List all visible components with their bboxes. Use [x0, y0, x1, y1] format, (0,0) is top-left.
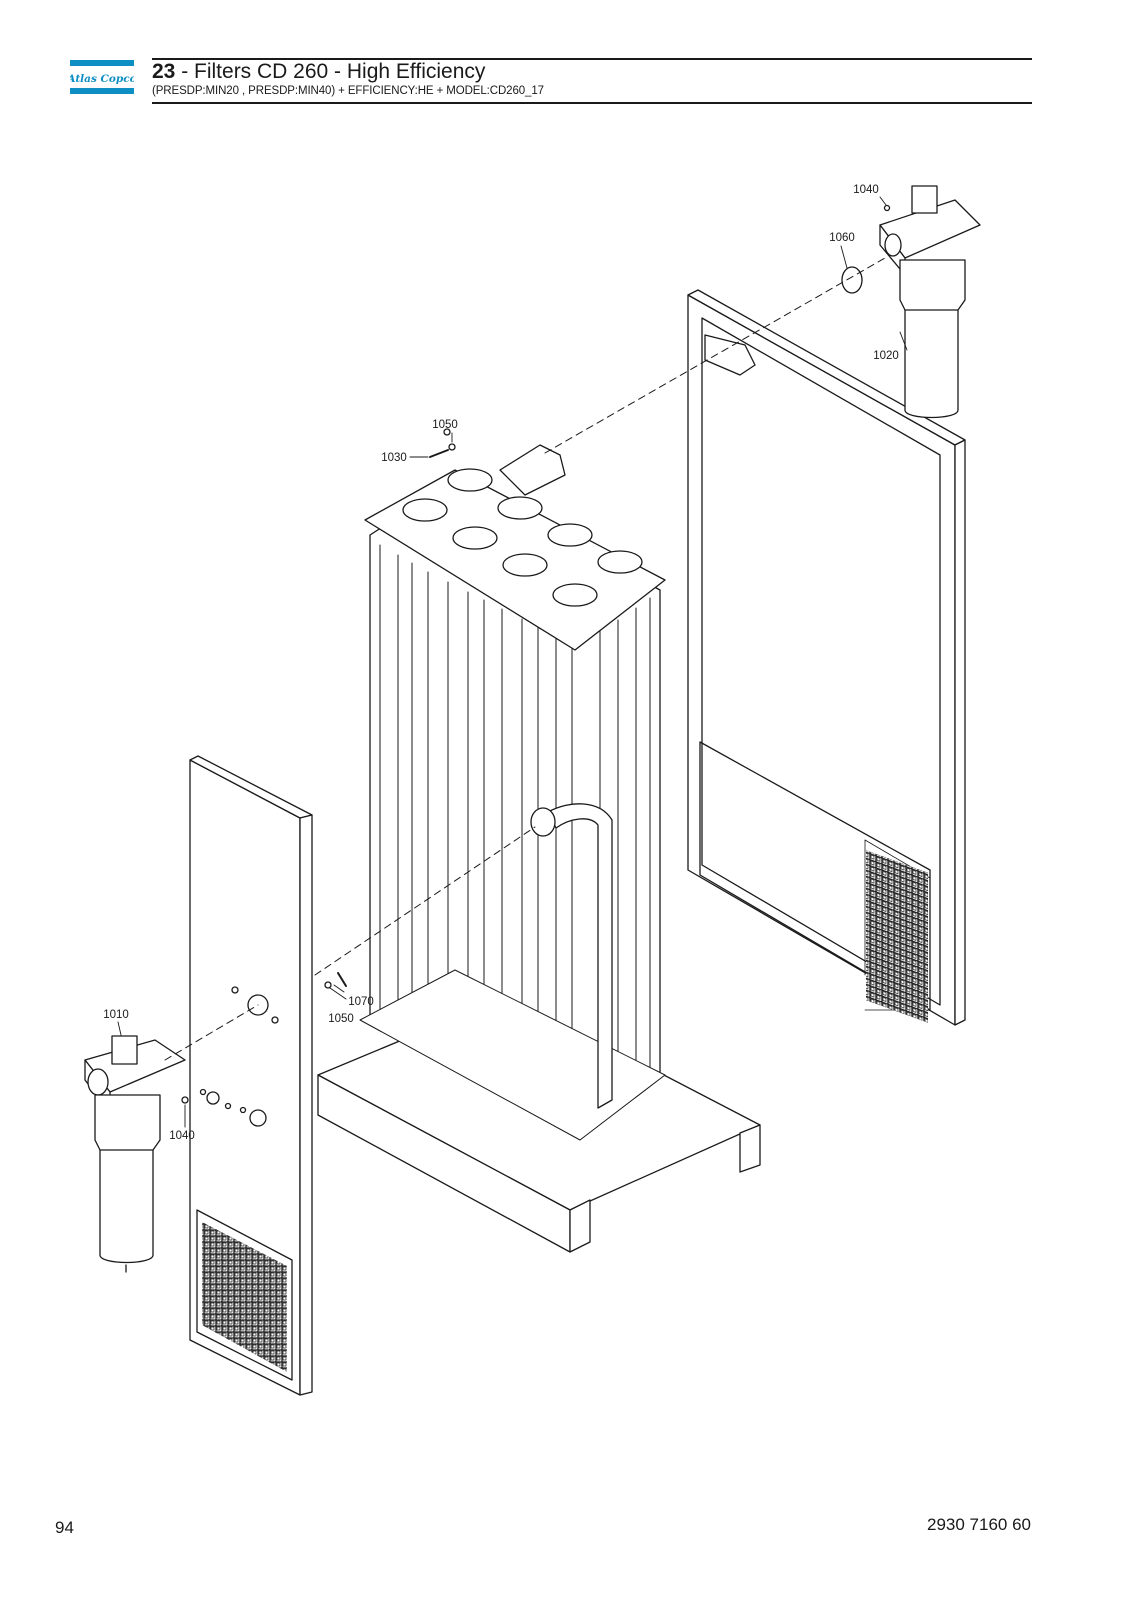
page-title: 23 - Filters CD 260 - High Efficiency	[152, 60, 485, 84]
header-rule-bottom	[152, 102, 1032, 104]
section-title: - Filters CD 260 - High Efficiency	[175, 60, 486, 83]
callout-1070: 1070	[348, 996, 374, 1008]
right-side-panel	[687, 289, 966, 1026]
callout-1050-mid: 1050	[328, 1013, 354, 1025]
left-side-panel	[189, 755, 313, 1396]
callout-1040-left: 1040	[169, 1130, 195, 1142]
section-number: 23	[152, 60, 176, 83]
document-number: 2930 7160 60	[927, 1515, 1031, 1534]
atlas-copco-logo: Atlas Copco	[70, 60, 134, 94]
assembly-dashed-lines	[164, 257, 886, 1061]
callout-1020: 1020	[873, 350, 899, 362]
callout-1030: 1030	[381, 452, 407, 464]
filter-housing-1010	[84, 1035, 186, 1273]
callout-1040-top: 1040	[853, 184, 879, 196]
page-subtitle: (PRESDP:MIN20 , PRESDP:MIN40) + EFFICIEN…	[152, 85, 544, 97]
callout-1060: 1060	[829, 232, 855, 244]
header-rule-top	[152, 58, 1032, 60]
filter-column-bank	[359, 444, 666, 1141]
callout-1050-top: 1050	[432, 419, 458, 431]
o-ring-1060	[841, 266, 863, 294]
small-hardware	[181, 204, 891, 1104]
logo-text: Atlas Copco	[70, 73, 134, 85]
callout-leader-lines	[117, 196, 908, 1128]
callout-1010: 1010	[103, 1009, 129, 1021]
page-number: 94	[55, 1518, 74, 1537]
filter-housing-1020	[879, 185, 981, 419]
